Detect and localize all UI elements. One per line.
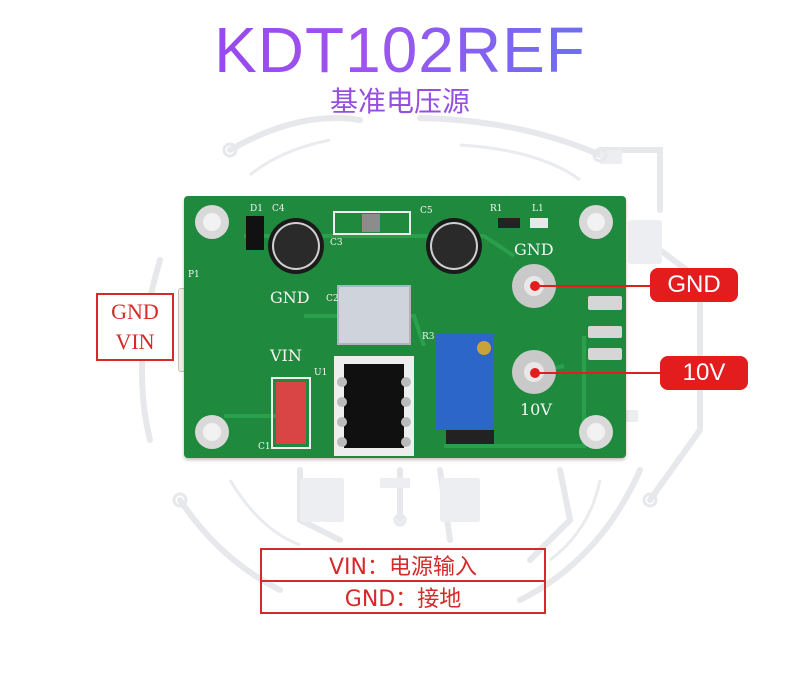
legend-vin-row: VIN：电源输入 (260, 548, 546, 582)
label-c4: C4 (272, 204, 285, 214)
connector-label-vin: VIN (115, 329, 155, 354)
label-c2: C2 (326, 294, 339, 304)
label-gnd-left: GND (270, 288, 310, 307)
label-c1: C1 (258, 442, 271, 452)
label-c5: C5 (420, 206, 433, 216)
label-r3: R3 (422, 332, 435, 342)
label-vin: VIN (270, 346, 302, 365)
gnd-callout: GND (650, 268, 738, 302)
10v-callout: 10V (660, 356, 748, 390)
label-gnd-top: GND (514, 240, 554, 259)
label-r1: R1 (490, 204, 503, 214)
gnd-pad-dot (530, 281, 540, 291)
page-subtitle: 基准电压源 (329, 85, 470, 118)
legend-gnd-row: GND：接地 (260, 580, 546, 614)
connector-label-box: GND VIN (96, 293, 174, 361)
page-title: KDT102REF (0, 10, 800, 90)
label-l1: L1 (532, 204, 544, 214)
connector-label-gnd: GND (111, 299, 159, 324)
label-c3: C3 (330, 238, 343, 248)
label-10v: 10V (520, 400, 552, 419)
pcb-board: D1 C4 C3 C5 R1 L1 GND P1 GND C2 R3 VIN U… (184, 196, 626, 458)
gnd-callout-line (538, 285, 652, 287)
label-p1: P1 (188, 270, 200, 280)
label-u1: U1 (314, 368, 328, 378)
10v-pad-dot (530, 368, 540, 378)
label-d1: D1 (250, 204, 263, 214)
10v-callout-line (538, 372, 662, 374)
